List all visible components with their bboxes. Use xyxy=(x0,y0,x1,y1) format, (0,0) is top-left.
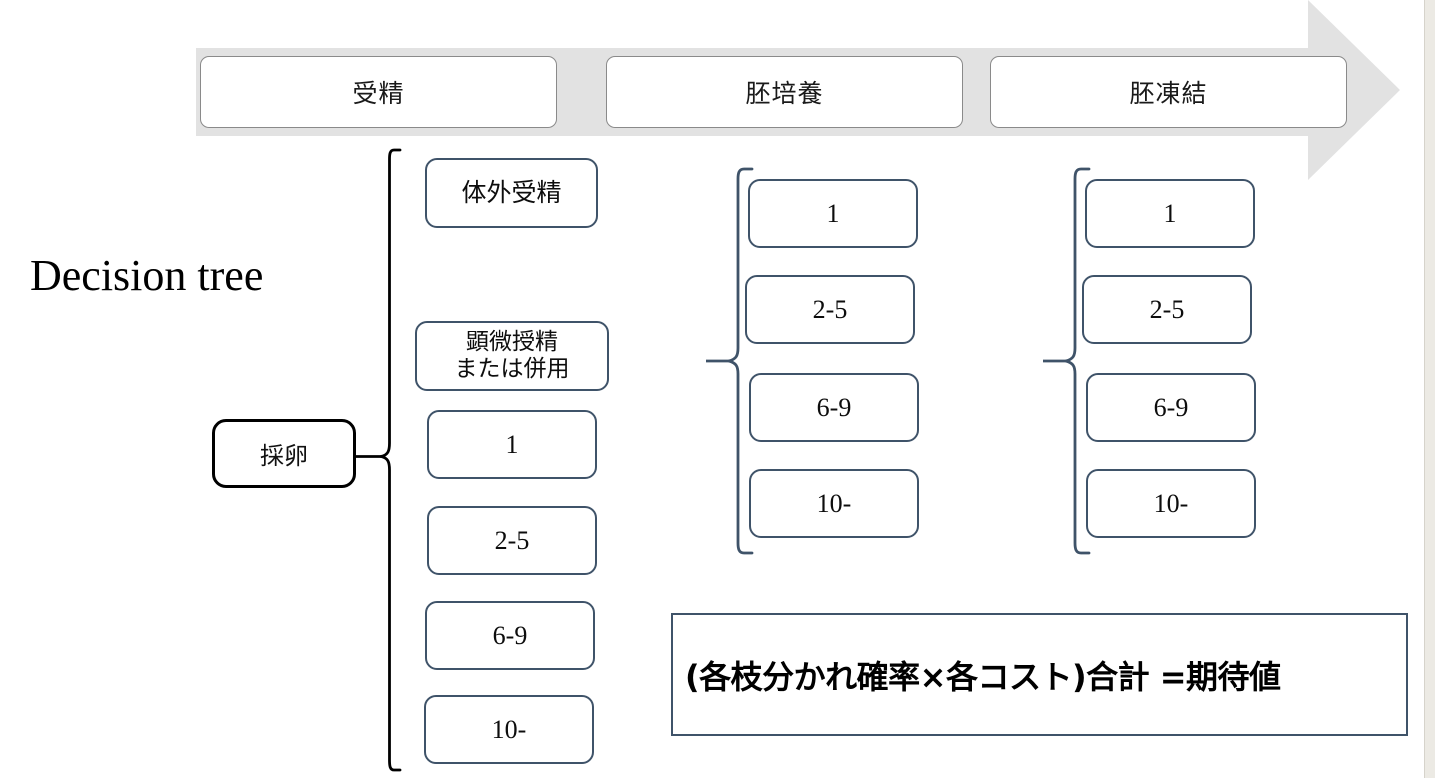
phase-box-fertilization[interactable]: 受精 xyxy=(200,56,557,128)
node-count-1-col2[interactable]: 1 xyxy=(748,179,918,248)
brace-column-3 xyxy=(1043,166,1091,556)
node-count-6-9-col2[interactable]: 6-9 xyxy=(749,373,919,442)
node-label: 2-5 xyxy=(1149,294,1185,324)
node-label-line-1: 顕微授精 xyxy=(466,328,558,355)
node-count-2-5-col2[interactable]: 2-5 xyxy=(745,275,915,344)
root-node-egg-retrieval[interactable]: 採卵 xyxy=(212,419,356,488)
node-label-line-2: または併用 xyxy=(454,356,570,382)
node-count-6-9-col3[interactable]: 6-9 xyxy=(1086,373,1256,442)
node-label: 6-9 xyxy=(492,620,528,650)
node-icsi-or-combined[interactable]: 顕微授精 または併用 xyxy=(415,321,609,391)
node-count-10-plus-col1[interactable]: 10- xyxy=(424,695,594,764)
node-count-2-5-col3[interactable]: 2-5 xyxy=(1082,275,1252,344)
node-label: 6-9 xyxy=(816,392,852,422)
node-count-6-9-col1[interactable]: 6-9 xyxy=(425,601,595,670)
expected-value-formula-box: (各枝分かれ確率×各コスト)合計 =期待値 xyxy=(671,613,1408,736)
node-count-1-col1[interactable]: 1 xyxy=(427,410,597,479)
node-label: 1 xyxy=(505,429,519,459)
brace-path xyxy=(379,148,402,772)
brace-column-2 xyxy=(706,166,754,556)
page-title: Decision tree xyxy=(30,251,264,300)
phase-box-embryo-freeze[interactable]: 胚凍結 xyxy=(990,56,1347,128)
node-label: 10- xyxy=(816,488,852,518)
node-label: 1 xyxy=(1163,198,1177,228)
node-label: 6-9 xyxy=(1153,392,1189,422)
node-label: 2-5 xyxy=(494,525,530,555)
node-label: 2-5 xyxy=(812,294,848,324)
node-count-10-plus-col2[interactable]: 10- xyxy=(749,469,919,538)
brace-column-1 xyxy=(356,148,402,774)
node-count-10-plus-col3[interactable]: 10- xyxy=(1086,469,1256,538)
node-label: 10- xyxy=(1153,488,1189,518)
node-label: 10- xyxy=(491,714,527,744)
expected-value-formula-text: (各枝分かれ確率×各コスト)合計 =期待値 xyxy=(685,657,1281,696)
root-node-label: 採卵 xyxy=(260,442,308,470)
phase-label: 胚培養 xyxy=(745,79,824,108)
node-label: 1 xyxy=(826,198,840,228)
node-count-2-5-col1[interactable]: 2-5 xyxy=(427,506,597,575)
node-ivf[interactable]: 体外受精 xyxy=(425,158,598,228)
node-label: 体外受精 xyxy=(461,178,562,208)
phase-box-embryo-culture[interactable]: 胚培養 xyxy=(606,56,963,128)
phase-label: 受精 xyxy=(352,79,405,108)
node-count-1-col3[interactable]: 1 xyxy=(1085,179,1255,248)
slide-edge-strip xyxy=(1424,0,1435,778)
phase-label: 胚凍結 xyxy=(1129,79,1208,108)
